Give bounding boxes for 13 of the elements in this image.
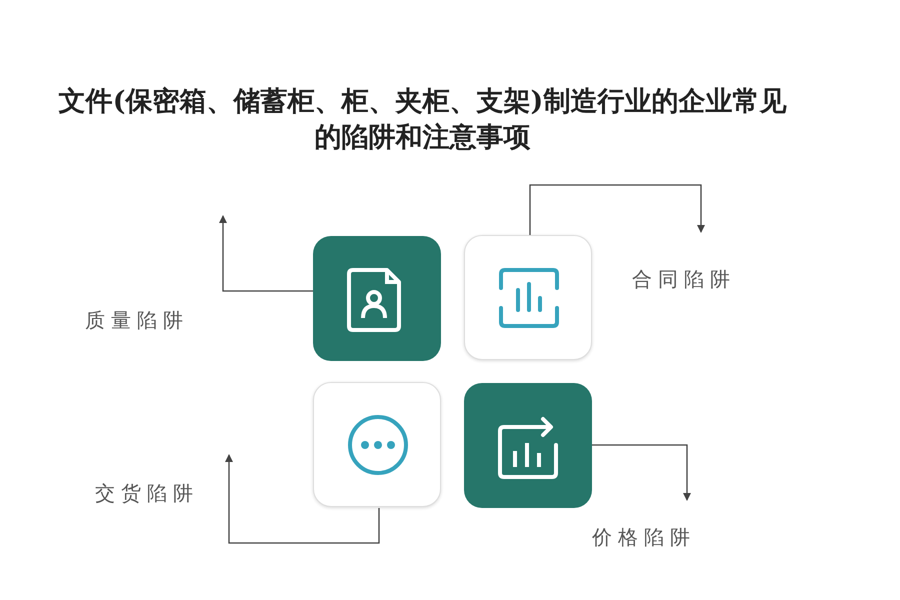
icon-tile [464,235,592,360]
arrow [225,454,380,544]
icon-tile [313,236,441,361]
category-label: 质量陷阱 [85,308,189,332]
icon-tile [313,382,441,507]
arrow [219,215,313,292]
title: 文件(保密箱、储蓄柜、柜、夹柜、支架)制造行业的企业常见的陷阱和注意事项 [58,85,788,155]
category-label: 交货陷阱 [95,481,199,505]
arrow [592,444,691,501]
icon-tile [464,383,592,508]
category-label: 合同陷阱 [632,267,736,291]
arrow [529,184,705,235]
category-label: 价格陷阱 [592,525,696,549]
